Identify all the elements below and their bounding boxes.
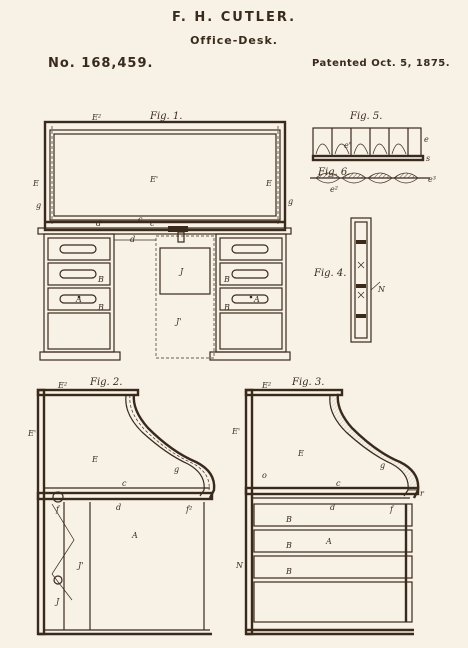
ref-letter: N xyxy=(235,561,244,570)
figure-4-lock-strip xyxy=(350,217,381,343)
ref-letter: J' xyxy=(174,317,181,326)
figure-3-side-section xyxy=(244,388,420,636)
ref-letter: g xyxy=(380,461,385,470)
ref-letter: E xyxy=(91,455,98,464)
ref-letter: B xyxy=(223,303,230,312)
patent-number: No. 168,459. xyxy=(48,56,154,71)
ref-letter: g xyxy=(36,201,41,210)
figure-1-front-elevation xyxy=(37,120,292,361)
ref-letter: B xyxy=(97,275,104,284)
ref-letter: B xyxy=(223,275,230,284)
figure-5-pigeonhole-detail xyxy=(311,127,425,162)
patent-date: Patented Oct. 5, 1875. xyxy=(312,58,451,69)
ref-letter: d xyxy=(116,503,121,512)
ref-letter: e³ xyxy=(428,175,436,184)
ref-letter: E' xyxy=(27,429,36,438)
ref-letter: c xyxy=(336,479,341,488)
figure-3-reference-letters: E² E' E g o c d r B B A B N f xyxy=(231,381,425,576)
ref-letter: E xyxy=(297,449,304,458)
fig6-title: Fig. 6. xyxy=(317,167,350,178)
ref-letter: g xyxy=(174,465,179,474)
ref-letter: N xyxy=(377,285,386,294)
ref-letter: E' xyxy=(231,427,240,436)
inventor-name: F. H. CUTLER. xyxy=(171,10,297,25)
ref-letter: B xyxy=(285,515,292,524)
ref-letter: E xyxy=(32,179,39,188)
ref-letter: E² xyxy=(91,113,101,122)
ref-letter: e xyxy=(424,135,429,144)
ref-letter: o xyxy=(262,471,267,480)
ref-letter: s xyxy=(426,154,430,163)
ref-letter: A xyxy=(75,295,82,304)
ref-letter: A xyxy=(325,537,332,546)
ref-letter: d xyxy=(330,503,335,512)
ref-letter: c xyxy=(122,479,127,488)
fig4-title: Fig. 4. xyxy=(313,268,346,279)
ref-letter: d xyxy=(130,235,135,244)
ref-letter: E² xyxy=(261,381,271,390)
ref-letter: J' xyxy=(76,561,83,570)
figure-5-6-4-reference-letters: e' e s e² e³ N xyxy=(330,135,436,294)
ref-letter: B xyxy=(285,567,292,576)
ref-letter: E² xyxy=(57,381,67,390)
ref-letter: r xyxy=(420,489,425,498)
ref-letter: A xyxy=(131,531,138,540)
figure-2-side-section xyxy=(36,388,216,636)
ref-letter: d xyxy=(96,219,101,228)
ref-letter: B xyxy=(285,541,292,550)
ref-letter: E' xyxy=(149,175,158,184)
ref-letter: f xyxy=(55,505,61,514)
fig3-title: Fig. 3. xyxy=(291,377,324,388)
ref-letter: f xyxy=(389,505,395,514)
ref-letter: f² xyxy=(185,505,192,514)
ref-letter: e' xyxy=(344,141,351,150)
ref-letter: J xyxy=(54,597,60,606)
fig1-title: Fig. 1. xyxy=(149,111,182,122)
ref-letter: E xyxy=(265,179,272,188)
fig2-title: Fig. 2. xyxy=(89,377,122,388)
figure-1-reference-letters: E² E' E E g g d d c c J J' A A B B B B xyxy=(32,113,293,326)
ref-letter: c xyxy=(150,219,155,228)
fig5-title: Fig. 5. xyxy=(349,111,382,122)
ref-letter: B xyxy=(97,303,104,312)
ref-letter: A xyxy=(253,295,260,304)
ref-letter: e² xyxy=(330,185,338,194)
invention-title: Office-Desk. xyxy=(190,34,278,47)
ref-letter: g xyxy=(288,197,293,206)
figure-6-slat-section xyxy=(310,172,430,184)
figure-2-reference-letters: E² E' E g c d f² f A J' J xyxy=(27,381,192,606)
ref-letter: c xyxy=(138,215,143,224)
ref-letter: J xyxy=(178,267,184,276)
